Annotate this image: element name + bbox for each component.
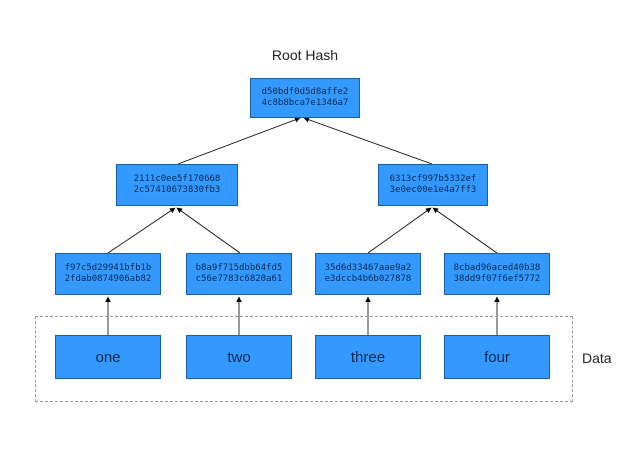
edge-leaf4-to-branch2	[432, 207, 498, 254]
root-hash-line1: d50bdf0d5d8affe2	[261, 87, 349, 97]
branch-hash-line2: 3e0ec00e1e4a7ff3	[389, 185, 477, 195]
root-hash-node: d50bdf0d5d8affe2 4c8b8bca7e1346a7	[250, 78, 360, 118]
branch-hash-line2: 2c57410673830fb3	[133, 185, 221, 195]
data-group-box	[35, 316, 573, 402]
root-hash-line2: 4c8b8bca7e1346a7	[261, 98, 349, 108]
edge-leaf3-to-branch2	[367, 207, 432, 254]
data-block-3: three	[315, 335, 421, 379]
leaf-hash-node-1: f97c5d29941bfb1b 2fdab0874906ab82	[55, 253, 161, 295]
data-group-label: Data	[582, 350, 612, 366]
data-block-4: four	[444, 335, 550, 379]
leaf-hash-line1: 8cbad96aced40b38	[453, 263, 541, 273]
branch-hash-line1: 6313cf997b5332ef	[389, 174, 477, 184]
leaf-hash-line2: 38dd9f07f6ef5772	[453, 274, 541, 284]
leaf-hash-node-2: b8a9f715dbb64fd5 c56e7783c6820a61	[186, 253, 292, 295]
leaf-hash-line1: b8a9f715dbb64fd5	[195, 263, 283, 273]
branch-hash-line1: 2111c0ee5f170668	[133, 174, 221, 184]
leaf-hash-line2: c56e7783c6820a61	[195, 274, 283, 284]
data-block-1: one	[55, 335, 161, 379]
root-hash-title: Root Hash	[271, 47, 339, 63]
edge-branch1-to-root	[177, 117, 301, 165]
branch-hash-node-2: 6313cf997b5332ef 3e0ec00e1e4a7ff3	[378, 164, 488, 206]
leaf-hash-node-4: 8cbad96aced40b38 38dd9f07f6ef5772	[444, 253, 550, 295]
edge-leaf1-to-branch1	[107, 207, 176, 254]
data-block-2: two	[186, 335, 292, 379]
leaf-hash-line2: e3dccb4b6b027878	[324, 274, 412, 284]
leaf-hash-node-3: 35d6d33467aae9a2 e3dccb4b6b027878	[315, 253, 421, 295]
edge-leaf2-to-branch1	[176, 207, 241, 254]
leaf-hash-line1: f97c5d29941bfb1b	[64, 263, 152, 273]
branch-hash-node-1: 2111c0ee5f170668 2c57410673830fb3	[116, 164, 238, 206]
leaf-hash-line1: 35d6d33467aae9a2	[324, 263, 412, 273]
edge-branch2-to-root	[303, 117, 433, 165]
leaf-hash-line2: 2fdab0874906ab82	[64, 274, 152, 284]
